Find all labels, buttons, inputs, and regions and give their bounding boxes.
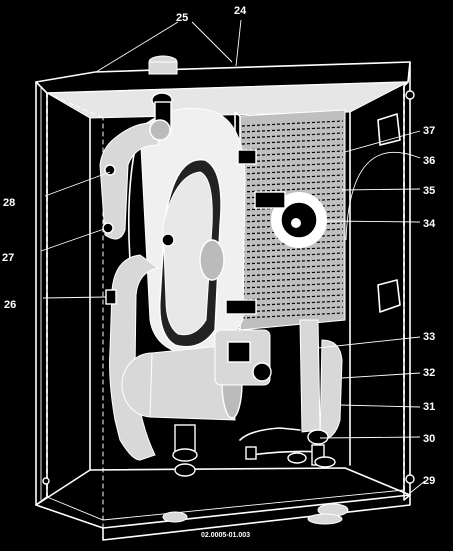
heat-exchanger-fin: [241, 258, 344, 265]
heat-exchanger-fin: [241, 162, 344, 169]
heat-exchanger-fin: [241, 180, 344, 187]
heat-exchanger-fin: [241, 288, 344, 295]
callout-34: 34: [423, 218, 436, 230]
heat-exchanger-fin: [241, 282, 344, 289]
callout-37: 37: [423, 125, 435, 137]
callout-27: 27: [2, 252, 14, 264]
heat-exchanger-fin: [241, 276, 344, 283]
callout-30: 30: [423, 433, 435, 445]
heat-exchanger-fin: [241, 144, 344, 151]
heat-exchanger-fin: [241, 246, 344, 253]
heat-exchanger-fin: [241, 120, 344, 127]
heat-exchanger-fin: [241, 150, 344, 157]
heat-exchanger-fin: [241, 312, 344, 319]
heat-exchanger-fin: [241, 138, 344, 145]
heat-exchanger-fin: [241, 270, 344, 277]
heat-exchanger-fin: [241, 264, 344, 271]
callout-35: 35: [423, 185, 435, 197]
gas-valve-pump: [214, 319, 343, 468]
callout-29: 29: [423, 475, 435, 487]
heat-exchanger-fin: [241, 252, 344, 259]
callout-32: 32: [423, 367, 435, 379]
heat-exchanger-fin: [241, 126, 344, 133]
callout-31: 31: [423, 401, 435, 413]
callout-36: 36: [423, 155, 435, 167]
heat-exchanger-fin: [241, 306, 344, 313]
heat-exchanger-fin: [241, 186, 344, 193]
document-reference: 02.0005-01.003: [201, 532, 250, 539]
heat-exchanger-fin: [241, 294, 344, 301]
callout-26: 26: [4, 299, 16, 311]
callout-33: 33: [423, 331, 435, 343]
callout-25: 25: [176, 12, 188, 24]
heat-exchanger-fin: [241, 168, 344, 175]
flue-pipes: [99, 92, 175, 461]
heat-exchanger-fin: [241, 174, 344, 181]
heat-exchanger-fin: [241, 156, 344, 163]
heat-exchanger-fin: [241, 132, 344, 139]
callout-28: 28: [3, 197, 15, 209]
heat-exchanger: [234, 109, 346, 331]
combustion-chamber: [127, 107, 257, 356]
heat-exchanger-fin: [241, 300, 344, 307]
callout-24: 24: [234, 5, 247, 17]
leader-lines: [40, 19, 426, 494]
callout-labels: 25 24 28 27 26 37 36 35 34 33 32 31 30 2…: [2, 5, 436, 487]
